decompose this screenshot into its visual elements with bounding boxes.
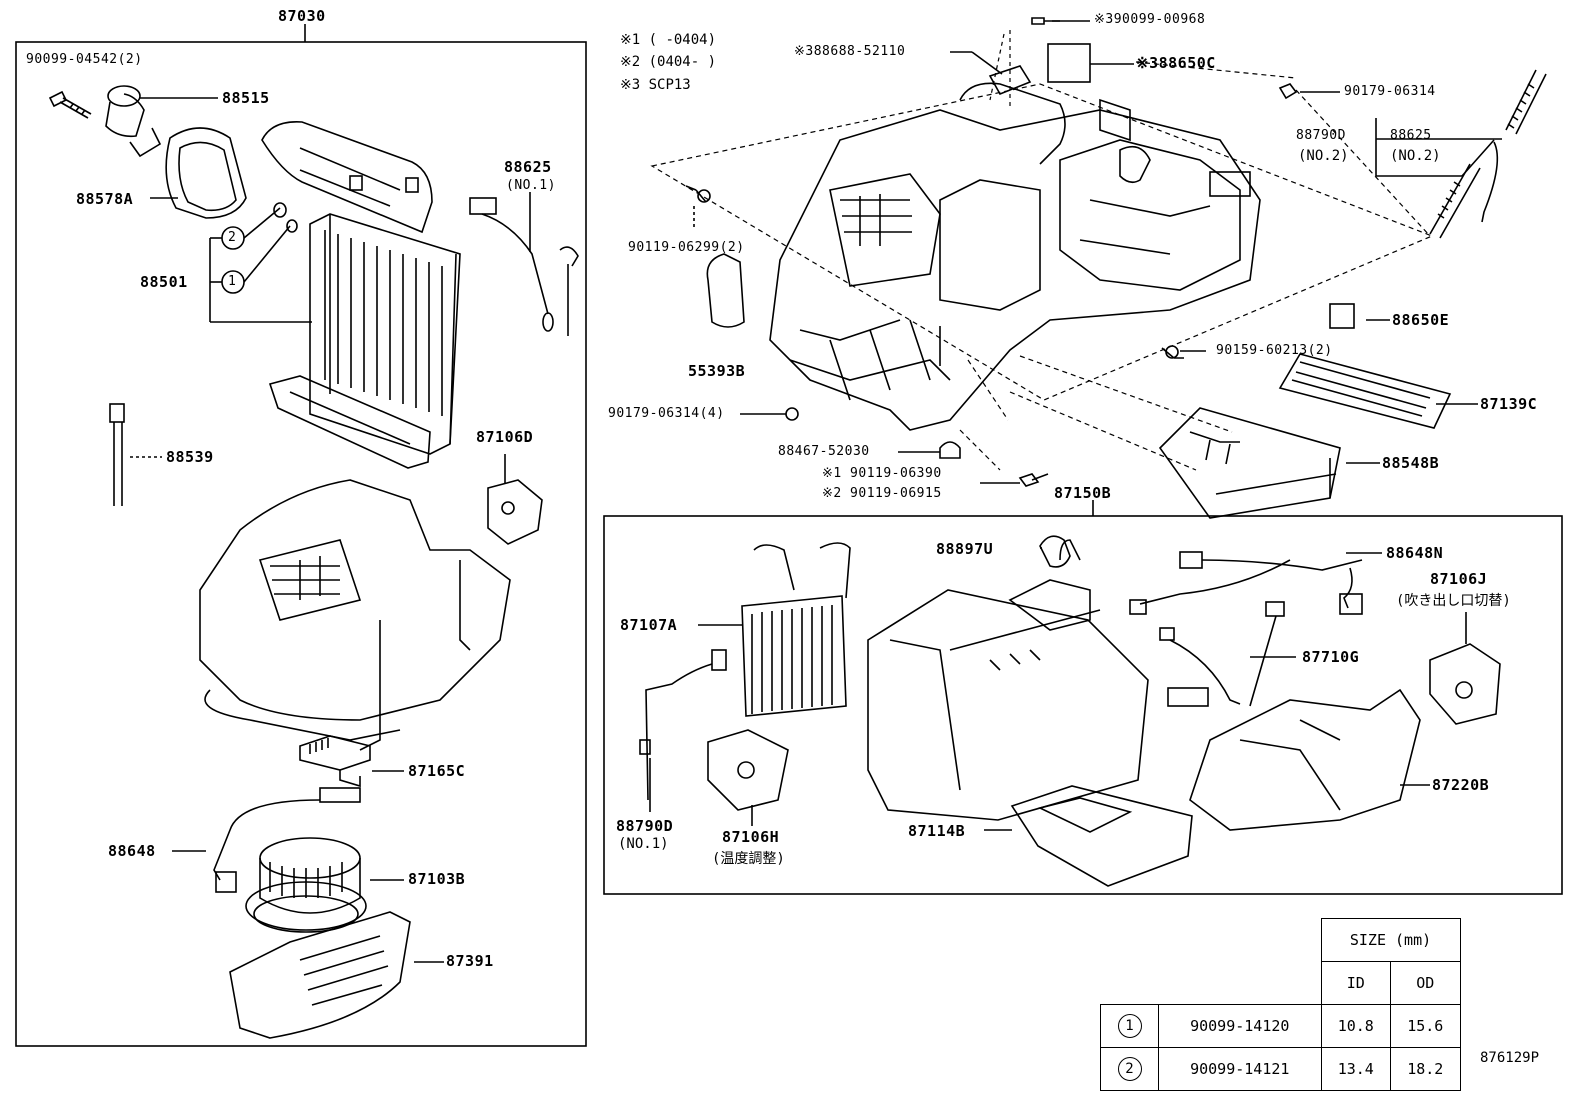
label-88625-no2: 88625 [1390, 128, 1432, 143]
col-od: OD [1390, 961, 1461, 1005]
label-87220B: 87220B [1432, 776, 1490, 794]
group-label-87150B: 87150B [1054, 484, 1112, 502]
label-87107A: 87107A [620, 616, 678, 634]
circle-mark: 1 [1117, 1014, 1142, 1038]
size-table: SIZE (mm) ID OD 1 90099-14120 10.8 15.6 … [1100, 918, 1461, 1091]
group-label-87030: 87030 [278, 7, 326, 25]
label-88648N: 88648N [1386, 544, 1444, 562]
label-90099-04542: 90099-04542(2) [26, 52, 143, 67]
bolt-part [48, 90, 92, 119]
group-87150B-frame [603, 515, 1563, 895]
label-90159-60213: 90159-60213(2) [1216, 343, 1333, 358]
note-3: ※3 SCP13 [620, 77, 691, 93]
lower-case-87391 [229, 911, 444, 1039]
label-87391: 87391 [446, 952, 494, 970]
actuator-87106D [487, 454, 543, 545]
valve-88897U [1039, 535, 1071, 568]
label-88648: 88648 [108, 842, 156, 860]
table-row: 1 90099-14120 10.8 15.6 [1100, 1004, 1461, 1048]
label-55393B: 55393B [688, 362, 746, 380]
relay-88650E [1329, 303, 1355, 329]
label-90119-06299: 90119-06299(2) [628, 240, 745, 255]
sensor-88515 [105, 85, 218, 158]
note-1: ※1 ( -0404) [620, 32, 717, 48]
label-87106H-sub: (温度調整) [712, 851, 785, 867]
filter-case-88548B [1158, 407, 1341, 519]
heater-case [867, 539, 1149, 821]
label-88790D-no1: 88790D [616, 817, 674, 835]
row-od: 15.6 [1390, 1004, 1461, 1048]
table-row: 2 90099-14121 13.4 18.2 [1100, 1047, 1461, 1091]
label-88625-no2-sub: (NO.2) [1390, 148, 1441, 164]
label-90179-06314: 90179-06314 [1344, 84, 1436, 99]
heater-core-87107A [698, 542, 851, 717]
label-90119-06390: ※1 90119-06390 [822, 466, 942, 481]
row-part: 90099-14121 [1158, 1047, 1322, 1091]
row-id: 10.8 [1320, 1004, 1391, 1048]
sensor-88625-no2 [1429, 69, 1547, 239]
label-88501: 88501 [140, 273, 188, 291]
diagram-id: 876129P [1480, 1050, 1540, 1066]
gasket-88578A [150, 127, 247, 219]
label-87710G: 87710G [1302, 648, 1360, 666]
row-id: 13.4 [1320, 1047, 1391, 1091]
label-88539: 88539 [166, 448, 214, 466]
label-87139C: 87139C [1480, 395, 1538, 413]
label-88688-52110: ※388688-52110 [794, 44, 906, 59]
circle-mark-2: 2 [228, 230, 237, 245]
label-88625-no1: 88625 [504, 158, 552, 176]
evaporator-pipes [261, 121, 433, 234]
label-88548B: 88548B [1382, 454, 1440, 472]
label-88650C: ※388650C [1136, 54, 1216, 72]
duct-87114B [984, 785, 1193, 887]
label-87106D: 87106D [476, 428, 534, 446]
label-88650E: 88650E [1392, 311, 1450, 329]
sensor-88790D-no1 [639, 649, 727, 812]
harness-87710G [1159, 601, 1296, 707]
blower-motor-87103B [245, 837, 404, 933]
label-87165C: 87165C [408, 762, 466, 780]
hvac-main-unit [769, 82, 1261, 431]
label-87106J: 87106J [1430, 570, 1488, 588]
label-88897U: 88897U [936, 540, 994, 558]
seal-55393B [706, 253, 745, 328]
label-87114B: 87114B [908, 822, 966, 840]
label-90099-00968: ※390099-00968 [1094, 12, 1206, 27]
row-part: 90099-14120 [1158, 1004, 1322, 1048]
label-88790D-no2-sub: (NO.2) [1298, 148, 1349, 164]
label-90119-06915: ※2 90119-06915 [822, 486, 942, 501]
circle-mark: 2 [1117, 1057, 1142, 1081]
label-88790D-no1-sub: (NO.1) [618, 836, 669, 852]
evaporator-core [309, 213, 461, 455]
label-88515: 88515 [222, 89, 270, 107]
circle-mark-1: 1 [228, 274, 237, 289]
label-87106H: 87106H [722, 828, 780, 846]
label-87106J-sub: (吹き出し口切替) [1396, 593, 1511, 609]
label-88790D-no2: 88790D [1296, 128, 1346, 143]
size-header: SIZE (mm) [1320, 918, 1461, 962]
label-90179-06314-4: 90179-06314(4) [608, 406, 725, 421]
resistor-87165C [299, 735, 404, 788]
col-id: ID [1320, 961, 1391, 1005]
row-mark: 1 [1100, 1004, 1159, 1048]
harness-88648N [1129, 551, 1382, 615]
relay-88650C [1047, 43, 1091, 83]
note-2: ※2 (0404- ) [620, 54, 717, 70]
label-88467-52030: 88467-52030 [778, 444, 870, 459]
pipe-88539 [109, 403, 162, 506]
case-87220B [1189, 688, 1430, 831]
label-88625-no1-sub: (NO.1) [506, 178, 556, 193]
filter-87139C [1278, 353, 1452, 429]
row-od: 18.2 [1390, 1047, 1461, 1091]
blower-housing [199, 479, 511, 751]
actuator-87106H [707, 729, 789, 826]
group-87030-frame [15, 41, 587, 1047]
label-88578A: 88578A [76, 190, 134, 208]
label-87103B: 87103B [408, 870, 466, 888]
row-mark: 2 [1100, 1047, 1159, 1091]
sensor-88625-no1 [469, 192, 579, 336]
harness-88648 [172, 787, 361, 893]
actuator-87106J [1429, 612, 1501, 725]
